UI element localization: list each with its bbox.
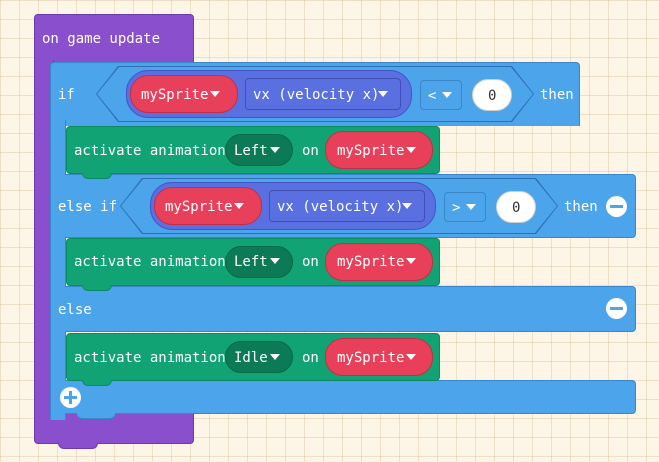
else-label: else xyxy=(58,302,92,318)
action-label-3: activate animation xyxy=(74,350,226,366)
action-sprite-label-3: mySprite xyxy=(337,350,405,366)
property-dropdown-2[interactable] xyxy=(269,190,425,222)
if-arm-fill xyxy=(51,125,65,415)
property-label-2: vx (velocity x) xyxy=(277,199,404,215)
else-if-label: else if xyxy=(58,199,118,215)
animation-label-3: Idle xyxy=(234,350,268,366)
on-label-3: on xyxy=(302,350,319,366)
action-sprite-label-1: mySprite xyxy=(337,143,405,159)
minus-circle-icon[interactable] xyxy=(606,298,627,319)
animation-dropdown-2[interactable] xyxy=(225,246,293,278)
property-dropdown-1[interactable] xyxy=(245,78,401,110)
caret-down-icon xyxy=(270,258,280,264)
caret-down-icon xyxy=(210,91,220,97)
on-label-1: on xyxy=(302,143,319,159)
caret-down-icon xyxy=(270,354,280,360)
number-value-1: 0 xyxy=(488,88,497,104)
caret-down-icon xyxy=(442,92,452,98)
sprite-label-1: mySprite xyxy=(141,87,209,103)
caret-down-icon xyxy=(406,354,416,360)
minus-circle-icon[interactable] xyxy=(606,196,627,217)
if-bottom-row[interactable] xyxy=(50,380,636,414)
sprite-dropdown-1[interactable] xyxy=(130,75,238,113)
number-value-2: 0 xyxy=(512,200,521,216)
operator-dropdown-2[interactable] xyxy=(444,192,486,222)
number-input-1[interactable] xyxy=(472,79,512,111)
else-row[interactable] xyxy=(50,286,636,332)
plus-circle-icon[interactable] xyxy=(60,387,81,408)
caret-down-icon xyxy=(402,203,412,209)
action-label-1: activate animation xyxy=(74,143,226,159)
caret-down-icon xyxy=(466,204,476,210)
animation-dropdown-3[interactable] xyxy=(225,341,293,373)
action-label-2: activate animation xyxy=(74,254,226,270)
then-label-2: then xyxy=(564,199,598,215)
sprite-dropdown-2[interactable] xyxy=(154,187,262,225)
action-sprite-label-2: mySprite xyxy=(337,254,405,270)
caret-down-icon xyxy=(270,147,280,153)
event-label: on game update xyxy=(42,31,161,47)
event-bottom-notch xyxy=(58,443,98,449)
animation-label-2: Left xyxy=(234,254,268,270)
on-game-update-block[interactable] xyxy=(34,14,194,64)
if-bottom-notch xyxy=(76,413,116,419)
caret-down-icon xyxy=(406,258,416,264)
action-notch-1 xyxy=(82,173,112,179)
caret-down-icon xyxy=(378,91,388,97)
caret-down-icon xyxy=(406,147,416,153)
action-notch-3 xyxy=(82,380,112,386)
operator-label-2: > xyxy=(452,200,461,216)
on-label-2: on xyxy=(302,254,319,270)
operator-dropdown-1[interactable] xyxy=(420,80,462,110)
operator-label-1: < xyxy=(428,88,437,104)
number-input-2[interactable] xyxy=(496,191,536,223)
animation-dropdown-1[interactable] xyxy=(225,134,293,166)
if-label: if xyxy=(58,87,75,103)
caret-down-icon xyxy=(234,203,244,209)
property-label-1: vx (velocity x) xyxy=(253,87,380,103)
then-label-1: then xyxy=(540,87,574,103)
animation-label-1: Left xyxy=(234,143,268,159)
sprite-label-2: mySprite xyxy=(165,199,233,215)
action-notch-2 xyxy=(82,285,112,291)
